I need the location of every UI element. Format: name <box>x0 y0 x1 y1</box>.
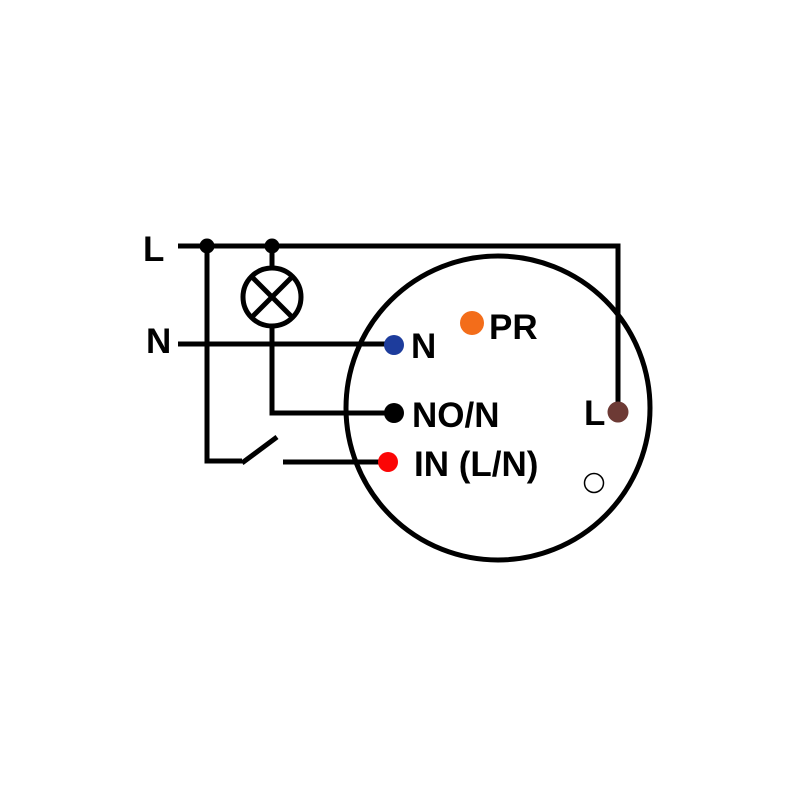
switch-feed-wire <box>204 246 242 464</box>
terminal-l-dot <box>607 401 629 423</box>
spare-terminal-dot <box>583 472 605 494</box>
device-outline <box>343 253 653 563</box>
supply-neutral-label: N <box>146 322 171 361</box>
lamp-icon <box>240 265 304 329</box>
terminal-l-label: L <box>584 394 605 433</box>
junction-dot <box>199 238 215 254</box>
terminal-pr-label: PR <box>489 308 538 347</box>
terminal-in-label: IN (L/N) <box>414 445 538 484</box>
junction-dot <box>264 238 280 254</box>
switch-icon <box>240 434 279 466</box>
terminal-non-label: NO/N <box>412 396 500 435</box>
lamp-return-wire <box>269 324 394 416</box>
live-wire <box>178 243 621 410</box>
supply-live-label: L <box>143 230 164 269</box>
terminal-pr-dot <box>460 311 484 335</box>
terminal-non-dot <box>384 403 404 423</box>
lamp-cross-line <box>249 274 295 320</box>
terminal-n-dot <box>384 335 404 355</box>
terminal-n-label: N <box>411 327 436 366</box>
terminal-in-dot <box>378 452 398 472</box>
